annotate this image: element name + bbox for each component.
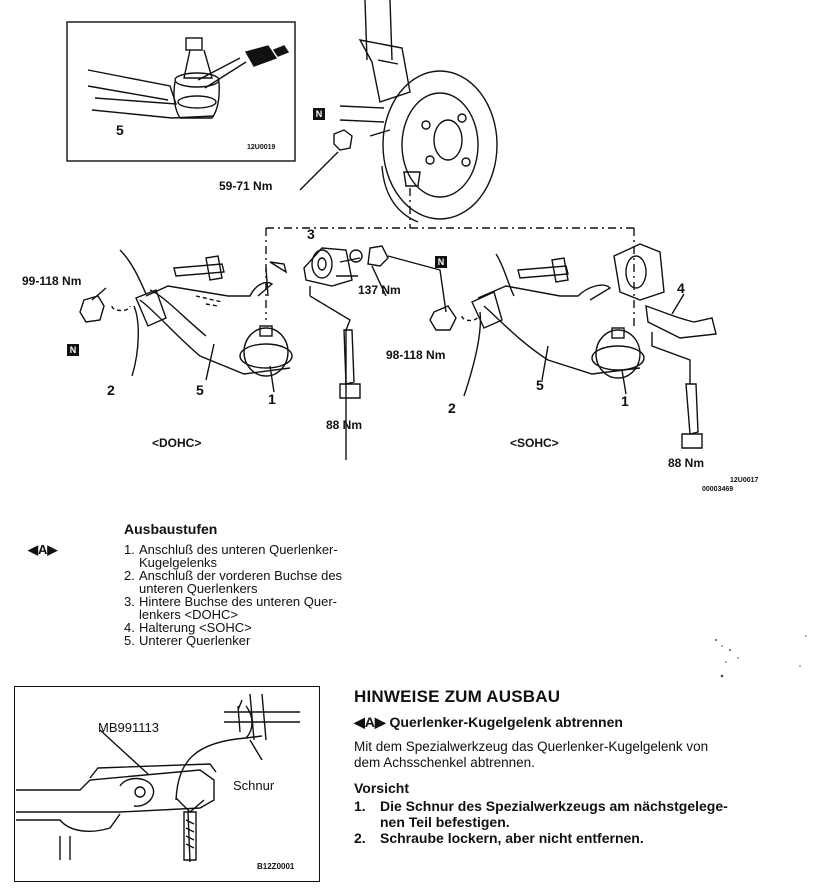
step-number: 1. bbox=[124, 542, 135, 557]
steps-heading: Ausbaustufen bbox=[124, 521, 218, 537]
step-line: 3. Hintere Buchse des unteren Quer- bbox=[124, 595, 394, 608]
torque-bush-nut: 137 Nm bbox=[358, 283, 401, 297]
caution-line: 1. Die Schnur des Spezialwerkzeugs am näc… bbox=[354, 798, 806, 814]
dohc-arm-top bbox=[145, 281, 274, 297]
figure-code-2: 00003469 bbox=[702, 486, 734, 493]
step-text: Anschluß der vorderen Buchse des bbox=[139, 568, 343, 583]
torque-bolt-right: 88 Nm bbox=[668, 456, 705, 470]
notes-text-line: Mit dem Spezialwerkzeug das Querlenker-K… bbox=[354, 739, 709, 754]
dohc-part-5: 5 bbox=[196, 382, 204, 398]
dohc-balljoint bbox=[243, 327, 289, 377]
dohc-part-2: 2 bbox=[107, 382, 115, 398]
caution-number: 1. bbox=[354, 798, 366, 814]
step-number: 2. bbox=[124, 568, 135, 583]
sohc-part-5: 5 bbox=[536, 377, 544, 393]
torque-bolt-center: 88 Nm bbox=[326, 418, 363, 432]
notes-text-line: dem Achsschenkel abtrennen. bbox=[354, 755, 535, 770]
notes-text: Mit dem Spezialwerkzeug das Querlenker-K… bbox=[354, 739, 804, 771]
rear-bush bbox=[303, 247, 353, 287]
caution-text: nen Teil befestigen. bbox=[380, 814, 510, 830]
subtitle-marker: ◀A▶ bbox=[354, 714, 386, 730]
caution-line: 2. Schraube lockern, aber nicht entfernen… bbox=[354, 830, 806, 846]
step-number: 3. bbox=[124, 594, 135, 609]
sohc-bolt bbox=[517, 265, 569, 279]
step-line: 1. Anschluß des unteren Querlenker- bbox=[124, 543, 394, 556]
inset-frame bbox=[66, 21, 296, 162]
bush-nut bbox=[367, 245, 389, 267]
step-text: Hintere Buchse des unteren Quer- bbox=[139, 594, 337, 609]
step-line: 2. Anschluß der vorderen Buchse des bbox=[124, 569, 394, 582]
cord-label: Schnur bbox=[233, 778, 275, 793]
n-badge-icon: N bbox=[313, 108, 325, 120]
removal-steps-list: 1. Anschluß des unteren Querlenker-Kugelg… bbox=[124, 543, 394, 647]
sohc-label: <SOHC> bbox=[510, 436, 559, 450]
inset-arm-edge bbox=[87, 69, 177, 105]
sohc-balljoint bbox=[595, 329, 641, 379]
sohc-nut bbox=[429, 305, 457, 331]
n-badge-icon: N bbox=[435, 256, 447, 268]
step-text: unteren Querlenkers bbox=[139, 581, 258, 596]
balljoint-nut bbox=[333, 129, 353, 151]
n-badge-icon: N bbox=[67, 344, 79, 356]
caution-title: Vorsicht bbox=[354, 780, 409, 796]
brake-disc bbox=[382, 70, 498, 220]
caution-line: nen Teil befestigen. bbox=[354, 814, 806, 830]
caution-number bbox=[354, 814, 380, 830]
right-bolt bbox=[685, 383, 699, 435]
dohc-front-bush bbox=[135, 289, 167, 327]
reference-marker: ◀A▶ bbox=[28, 542, 58, 557]
dohc-nut bbox=[79, 295, 105, 323]
bush-part-number: 3 bbox=[307, 226, 315, 242]
dohc-part-1: 1 bbox=[268, 391, 276, 407]
step-line: 4. Halterung <SOHC> bbox=[124, 621, 394, 634]
sohc-part-2: 2 bbox=[448, 400, 456, 416]
sohc-part-1: 1 bbox=[621, 393, 629, 409]
sohc-arm-top bbox=[477, 284, 612, 301]
dohc-label: <DOHC> bbox=[152, 436, 202, 450]
notes-subtitle: Querlenker-Kugelgelenk abtrennen bbox=[389, 714, 623, 730]
notes-title: HINWEISE ZUM AUSBAU bbox=[354, 687, 561, 706]
step-text: Halterung <SOHC> bbox=[139, 620, 252, 635]
step-text: lenkers <DOHC> bbox=[139, 607, 238, 622]
caution-number: 2. bbox=[354, 830, 366, 846]
sohc-rear-bush bbox=[613, 243, 665, 301]
inset-stud bbox=[185, 37, 203, 51]
torque-balljoint-nut: 59-71 Nm bbox=[219, 179, 273, 193]
grease-icon bbox=[244, 45, 278, 67]
figure-code-1: 12U0017 bbox=[730, 477, 759, 484]
bracket bbox=[645, 304, 717, 339]
step-text: Unterer Querlenker bbox=[139, 633, 251, 648]
step-text: Kugelgelenks bbox=[139, 555, 218, 570]
center-bolt bbox=[343, 329, 355, 385]
torque-left-nut: 99-118 Nm bbox=[22, 274, 82, 288]
tool-figure-code: B12Z0001 bbox=[257, 862, 295, 871]
step-text: Anschluß des unteren Querlenker- bbox=[139, 542, 338, 557]
step-line: 5. Unterer Querlenker bbox=[124, 634, 394, 647]
strut bbox=[364, 0, 393, 61]
caution-text: Schraube lockern, aber nicht entfernen. bbox=[380, 830, 644, 846]
exploded-view-drawing bbox=[66, 0, 717, 460]
dohc-bolt bbox=[173, 263, 225, 277]
step-line: unteren Querlenkers bbox=[124, 582, 394, 595]
caution-list: 1. Die Schnur des Spezialwerkzeugs am näc… bbox=[354, 798, 806, 846]
caution-text: Die Schnur des Spezialwerkzeugs am nächs… bbox=[380, 798, 728, 814]
inset-code: 12U0019 bbox=[247, 144, 276, 151]
step-line: lenkers <DOHC> bbox=[124, 608, 394, 621]
inset-part-number: 5 bbox=[116, 122, 124, 138]
notes-subtitle-row: ◀A▶ Querlenker-Kugelgelenk abtrennen bbox=[354, 714, 623, 731]
bracket-part-4: 4 bbox=[677, 280, 685, 296]
tool-number-label: MB991113 bbox=[98, 720, 159, 735]
step-number: 4. bbox=[124, 620, 135, 635]
sohc-front-bush bbox=[471, 291, 503, 329]
step-line: Kugelgelenks bbox=[124, 556, 394, 569]
step-number: 5. bbox=[124, 633, 135, 648]
torque-right-nut: 98-118 Nm bbox=[386, 348, 446, 362]
